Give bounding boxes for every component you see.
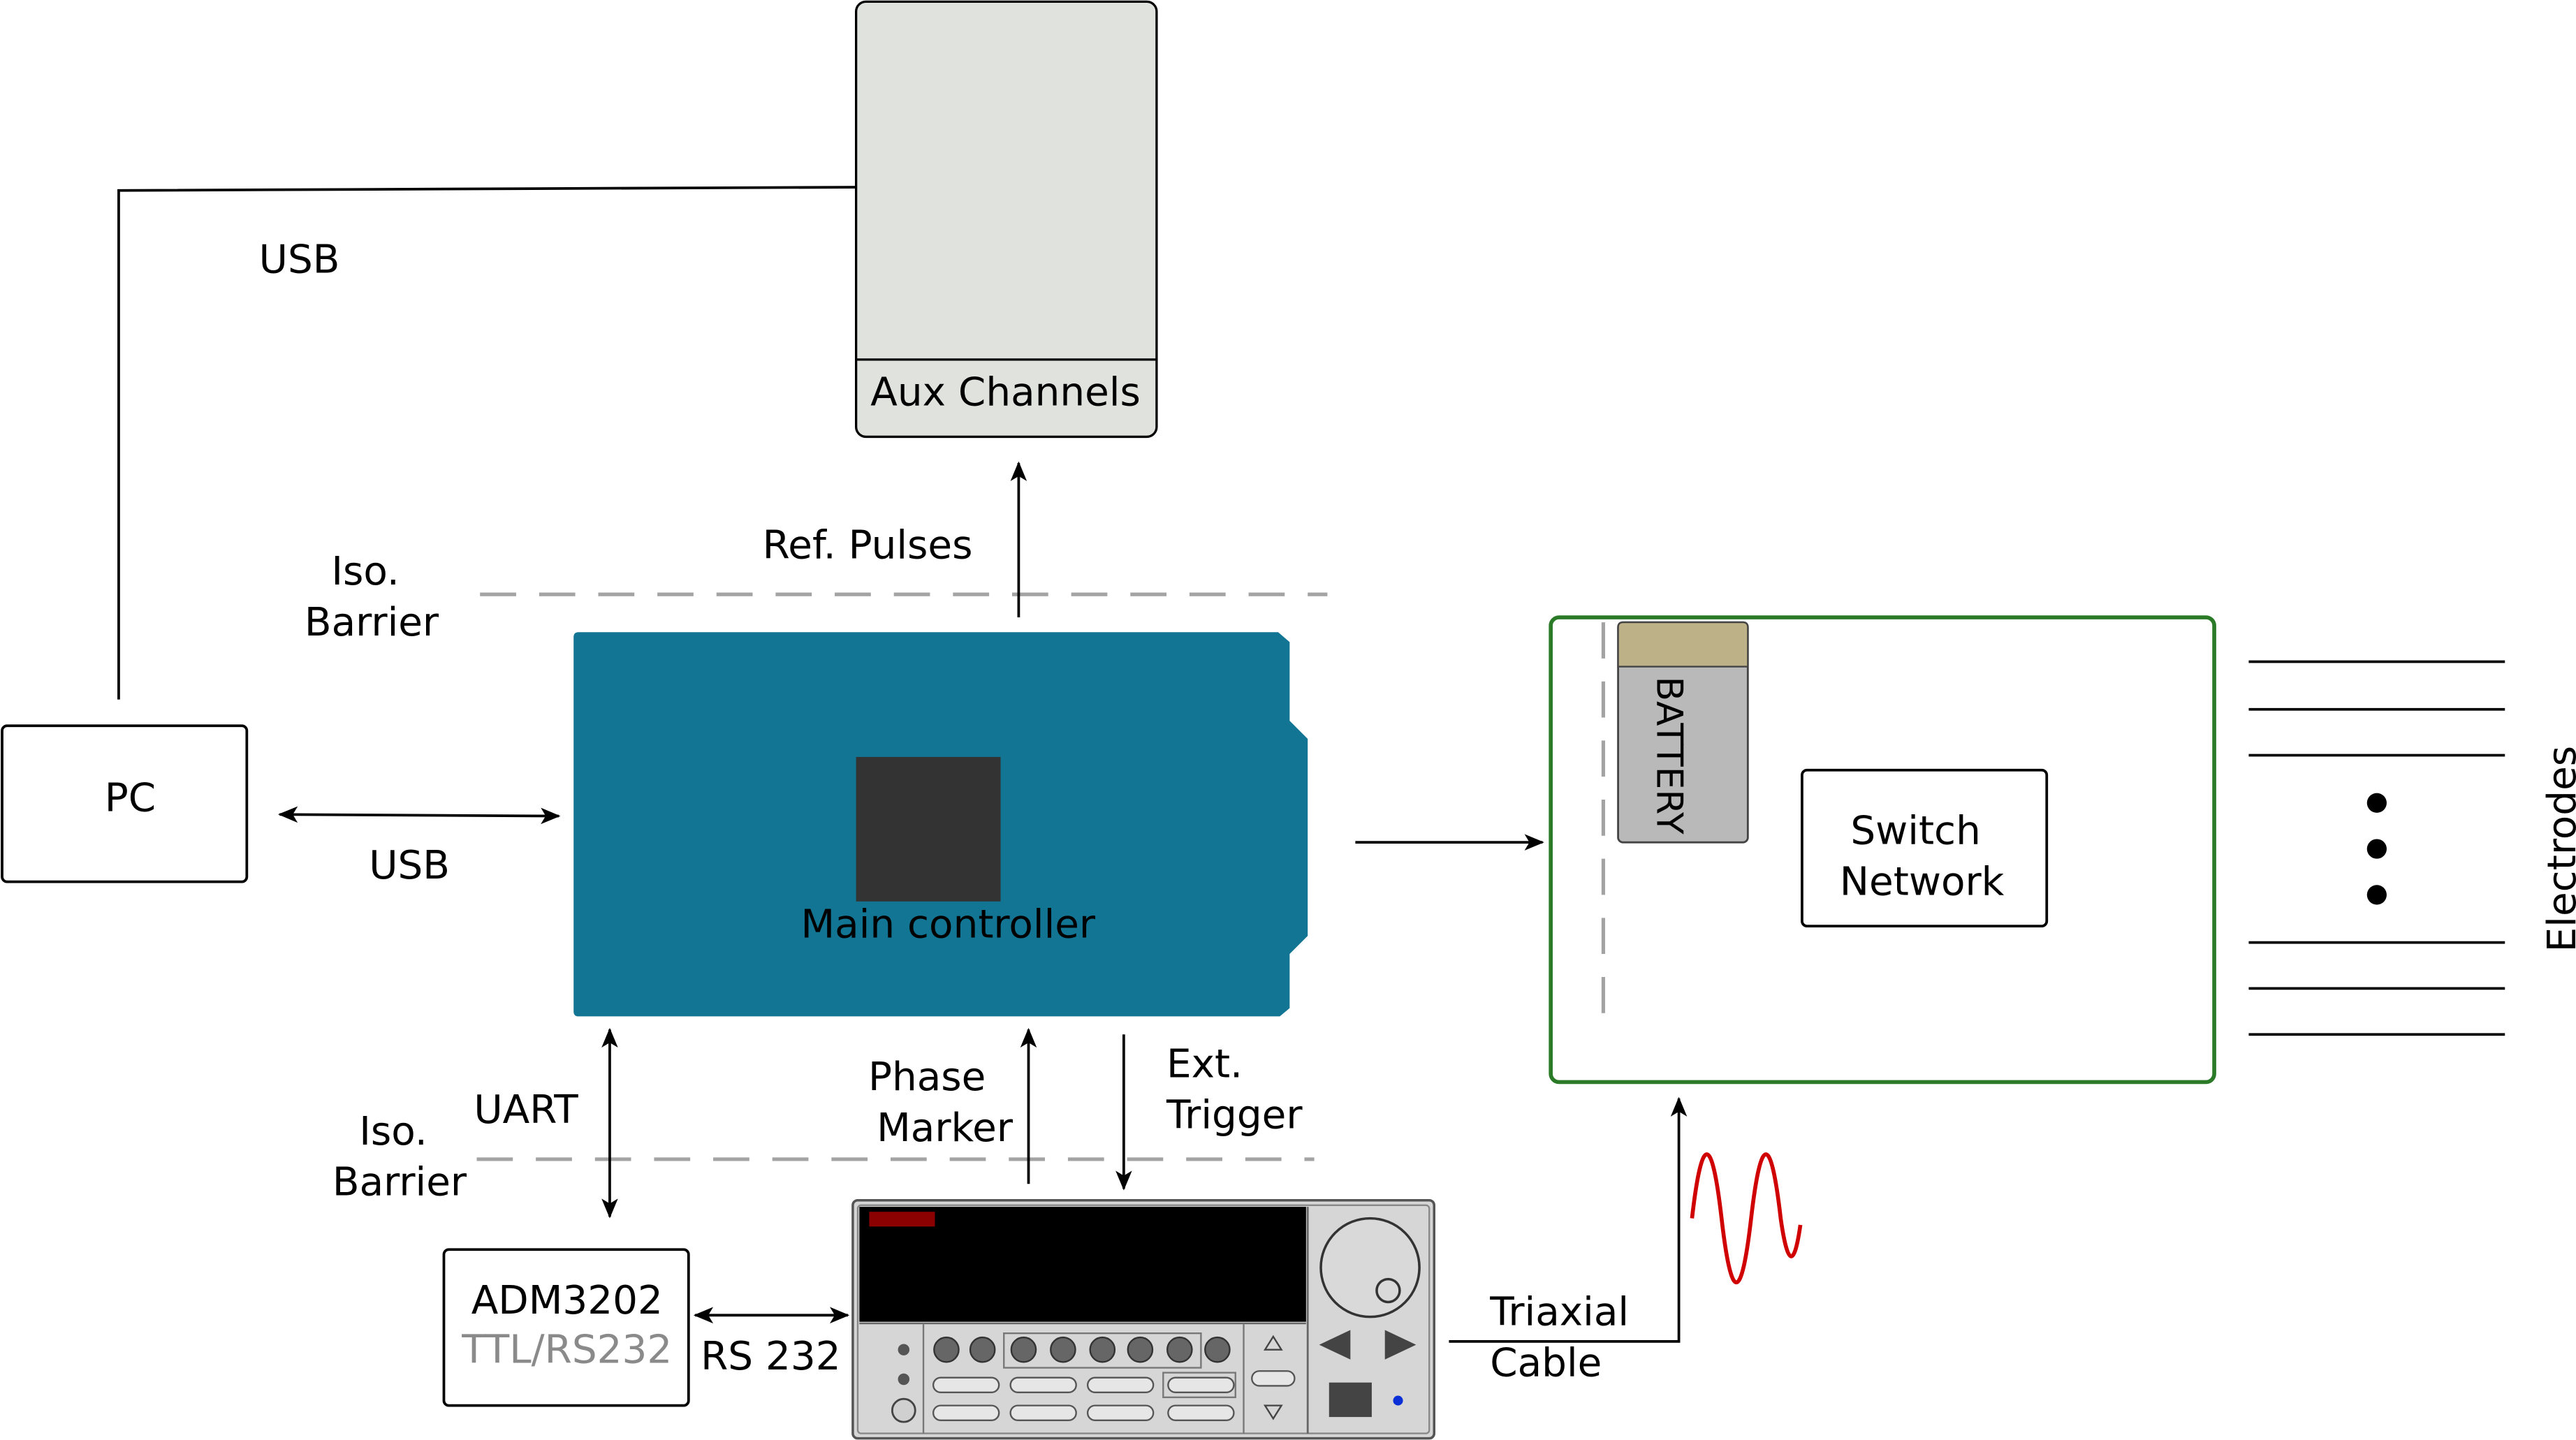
- controller-chip: [856, 756, 1001, 902]
- instrument-right-arrow-icon: [1384, 1330, 1417, 1360]
- sourcemeter-instrument: [851, 1198, 1436, 1440]
- battery-icon: BATTERY: [1617, 621, 1749, 844]
- aux-channels-block: Aux Channels: [854, 0, 1158, 439]
- ext-trigger-label: Ext. Trigger: [1166, 1041, 1303, 1138]
- triaxial-cable-label: Triaxial Cable: [1489, 1289, 1641, 1386]
- main-controller-label: Main controller: [800, 902, 1095, 948]
- adm3202-label: ADM3202: [471, 1278, 663, 1323]
- iso-barrier-bottom-label: Iso. Barrier: [332, 1109, 467, 1205]
- switch-board: BATTERY Switch Network: [1549, 615, 2216, 1085]
- switch-network-label: Switch Network: [1840, 809, 2005, 905]
- electrodes-label: Electrodes: [2540, 746, 2576, 953]
- usb-pc-label: USB: [369, 843, 450, 888]
- switch-network-block: Switch Network: [1801, 768, 2049, 927]
- phase-marker-label: Phase Marker: [868, 1055, 1013, 1151]
- adm3202-block: ADM3202 TTL/RS232: [442, 1248, 690, 1407]
- usb-pc-controller-arrow: [278, 806, 561, 825]
- electrode-lines: [2248, 660, 2505, 1036]
- main-controller-block: Main controller: [573, 632, 1308, 1017]
- pc-label: PC: [105, 775, 156, 821]
- pc-block: PC: [1, 724, 249, 883]
- instrument-knob: [1319, 1217, 1421, 1318]
- usb-line-pc-to-aux: [117, 186, 861, 700]
- signal-wave-icon: [1690, 1152, 1803, 1284]
- usb-top-label: USB: [259, 237, 340, 282]
- battery-label: BATTERY: [1648, 677, 1690, 835]
- iso-barrier-top-label: Iso. Barrier: [305, 549, 439, 645]
- rs232-label: RS 232: [701, 1334, 841, 1379]
- triaxial-cable-line: [1449, 1096, 1688, 1343]
- instrument-left-arrow-icon: [1319, 1330, 1351, 1360]
- uart-label: UART: [474, 1087, 578, 1133]
- ellipsis-dots: [2366, 793, 2387, 905]
- ref-pulses-label: Ref. Pulses: [763, 522, 973, 568]
- aux-channels-label: Aux Channels: [870, 370, 1141, 416]
- adm3202-sublabel: TTL/RS232: [461, 1327, 672, 1372]
